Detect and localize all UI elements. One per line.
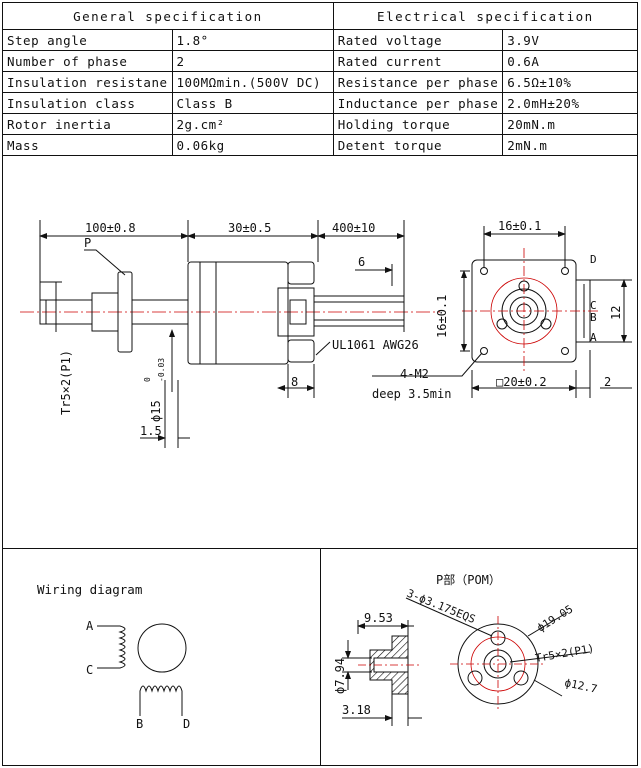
dim-12: 12 (609, 306, 623, 320)
diameter-15: ϕ15 (149, 400, 163, 422)
general-label: Mass (2, 134, 173, 156)
general-label: Insulation class (2, 92, 173, 114)
coil-bd (139, 685, 183, 716)
section-divider (320, 548, 321, 766)
dim-lead-length: 400±10 (332, 221, 375, 235)
general-value: 0.06kg (171, 134, 334, 156)
table-row: Rotor inertia 2g.cm² Holding torque 20mN… (2, 113, 638, 135)
pin-c: C (590, 299, 597, 312)
electrical-value: 3.9V (502, 29, 638, 51)
electrical-label: Resistance per phase (332, 71, 504, 93)
front-width-dim: 16±0.1 (498, 219, 541, 233)
hole-depth: deep 3.5min (372, 387, 451, 401)
wiring-diagram: Wiring diagram A C B D (37, 582, 190, 731)
front-view (462, 248, 598, 372)
table-row: Mass 0.06kg Detent torque 2mN.m (2, 134, 638, 156)
wiring-title: Wiring diagram (37, 582, 142, 597)
general-label: Number of phase (2, 50, 173, 72)
motor-outline-drawing: 100±0.8 30±0.5 400±10 6 8 1.5 P Tr5×2(P1… (20, 219, 632, 448)
dim-1-5: 1.5 (140, 424, 162, 438)
electrical-value: 2mN.m (502, 134, 638, 156)
electrical-spec-title: Electrical specification (332, 2, 639, 30)
table-row: Number of phase 2 Rated current 0.6A (2, 50, 638, 72)
electrical-label: Inductance per phase (332, 92, 504, 114)
m2-holes: 4-M2 (400, 367, 429, 381)
table-row: Step angle 1.8° Rated voltage 3.9V (2, 29, 638, 51)
general-value: 1.8° (171, 29, 334, 51)
side-view (20, 261, 440, 365)
diameter-19: ϕ19.05 (535, 602, 576, 634)
general-label: Insulation resistane (2, 71, 173, 93)
general-label: Rotor inertia (2, 113, 173, 135)
label-p: P (84, 236, 91, 250)
electrical-value: 2.0mH±20% (502, 92, 638, 114)
table-row: Insulation class Class B Inductance per … (2, 92, 638, 114)
pin-d: D (590, 253, 597, 266)
width-9-53: 9.53 (364, 611, 393, 625)
electrical-value: 6.5Ω±10% (502, 71, 638, 93)
p-part-title: P部（POM） (436, 572, 501, 587)
p-thread-label: Tr5×2(P1) (534, 642, 595, 665)
electrical-label: Rated voltage (332, 29, 504, 51)
dim-shaft-length: 100±0.8 (85, 221, 136, 235)
dim-2: 2 (604, 375, 611, 389)
tolerance-lower: -0.03 (157, 358, 166, 382)
dim-body-length: 30±0.5 (228, 221, 271, 235)
wire-a: A (86, 619, 94, 633)
wire-d: D (183, 717, 190, 731)
diameter-7-94: ϕ7.94 (333, 658, 347, 694)
general-value: 2g.cm² (171, 113, 334, 135)
wire-b: B (136, 717, 143, 731)
tolerance-upper: 0 (143, 377, 152, 382)
pin-b: B (590, 311, 597, 324)
electrical-value: 0.6A (502, 50, 638, 72)
width-3-18: 3.18 (342, 703, 371, 717)
holes-spec: 3-ϕ3.175EQS (405, 587, 477, 626)
dim-8: 8 (291, 375, 298, 389)
electrical-label: Holding torque (332, 113, 504, 135)
diameter-12-7: ϕ12.7 (563, 676, 598, 696)
front-height-dim: 16±0.1 (435, 295, 449, 338)
square-dim: □20±0.2 (496, 375, 547, 389)
general-label: Step angle (2, 29, 173, 51)
dim-6: 6 (358, 255, 365, 269)
electrical-label: Rated current (332, 50, 504, 72)
general-value: 100MΩmin.(500V DC) (171, 71, 334, 93)
table-row: Insulation resistane 100MΩmin.(500V DC) … (2, 71, 638, 93)
pin-a: A (590, 331, 597, 344)
spec-table: General specification Electrical specifi… (2, 2, 639, 156)
thread-label: Tr5×2(P1) (59, 350, 73, 415)
general-spec-title: General specification (2, 2, 334, 30)
general-value: 2 (171, 50, 334, 72)
wire-c: C (86, 663, 93, 677)
general-value: Class B (171, 92, 334, 114)
cable-spec: UL1061 AWG26 (332, 338, 419, 352)
p-part-detail: P部（POM） 3-ϕ3.175EQS ϕ19.05 Tr5×2(P1) ϕ12… (333, 572, 598, 726)
coil-ac (97, 625, 126, 669)
electrical-label: Detent torque (332, 134, 504, 156)
electrical-value: 20mN.m (502, 113, 638, 135)
